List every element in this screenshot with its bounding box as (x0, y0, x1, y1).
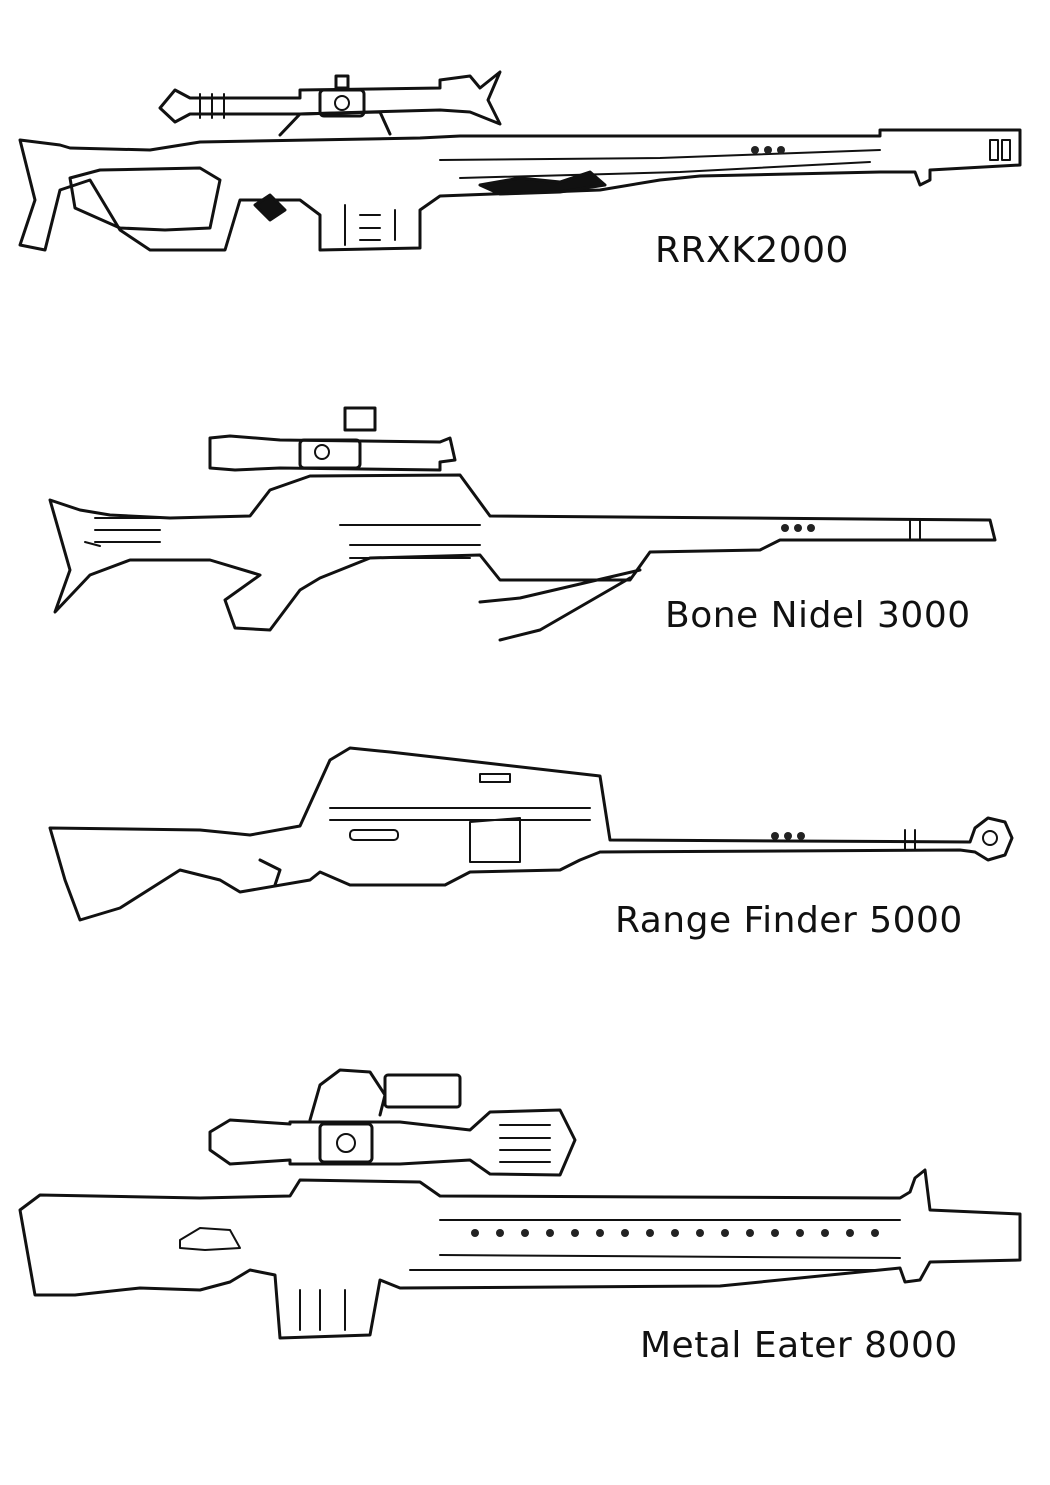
rail-line (409, 1219, 901, 1271)
stock-hole (68, 166, 222, 232)
scope (208, 434, 457, 472)
grip-detail (253, 193, 287, 222)
range-finder-dome (308, 1068, 387, 1122)
bipod (478, 568, 642, 642)
scope-box (318, 88, 366, 118)
ejection-port (349, 829, 399, 841)
magazine (344, 204, 396, 246)
rifle-name-label: RRXK2000 (655, 230, 849, 271)
rifle-name-label: Range Finder 5000 (615, 900, 963, 941)
muzzle-slots (989, 139, 999, 161)
scope-dial (314, 444, 330, 460)
receiver-lines (339, 524, 481, 559)
scope-dial (336, 1133, 356, 1153)
scope-top (343, 406, 377, 432)
scope-fins (499, 1124, 551, 1163)
scope-mount (278, 110, 392, 137)
muzzle-ring (982, 830, 998, 846)
stock (18, 128, 1022, 252)
scope-knob (334, 74, 350, 90)
body-lines (439, 149, 881, 179)
trigger (258, 858, 282, 887)
muzzle-lines (904, 829, 916, 851)
rifle-name-label: Bone Nidel 3000 (665, 595, 971, 636)
stock (48, 473, 997, 632)
body (48, 746, 1014, 922)
scope (208, 1108, 577, 1177)
rifle-name-label: Metal Eater 8000 (640, 1325, 958, 1366)
scope (158, 70, 502, 126)
scope-rings (199, 93, 225, 119)
body (18, 1168, 1022, 1340)
scope-dial (334, 95, 350, 111)
barrel-pattern (478, 170, 607, 196)
range-finder-box (383, 1073, 462, 1109)
scope-box (298, 438, 362, 470)
stock-dashes (84, 517, 161, 547)
magazine (299, 1289, 346, 1331)
muzzle-lines (909, 519, 921, 541)
top-rail (479, 773, 511, 783)
scope-box (318, 1122, 374, 1164)
flame-decal (179, 1227, 241, 1251)
receiver-lines (329, 807, 591, 863)
